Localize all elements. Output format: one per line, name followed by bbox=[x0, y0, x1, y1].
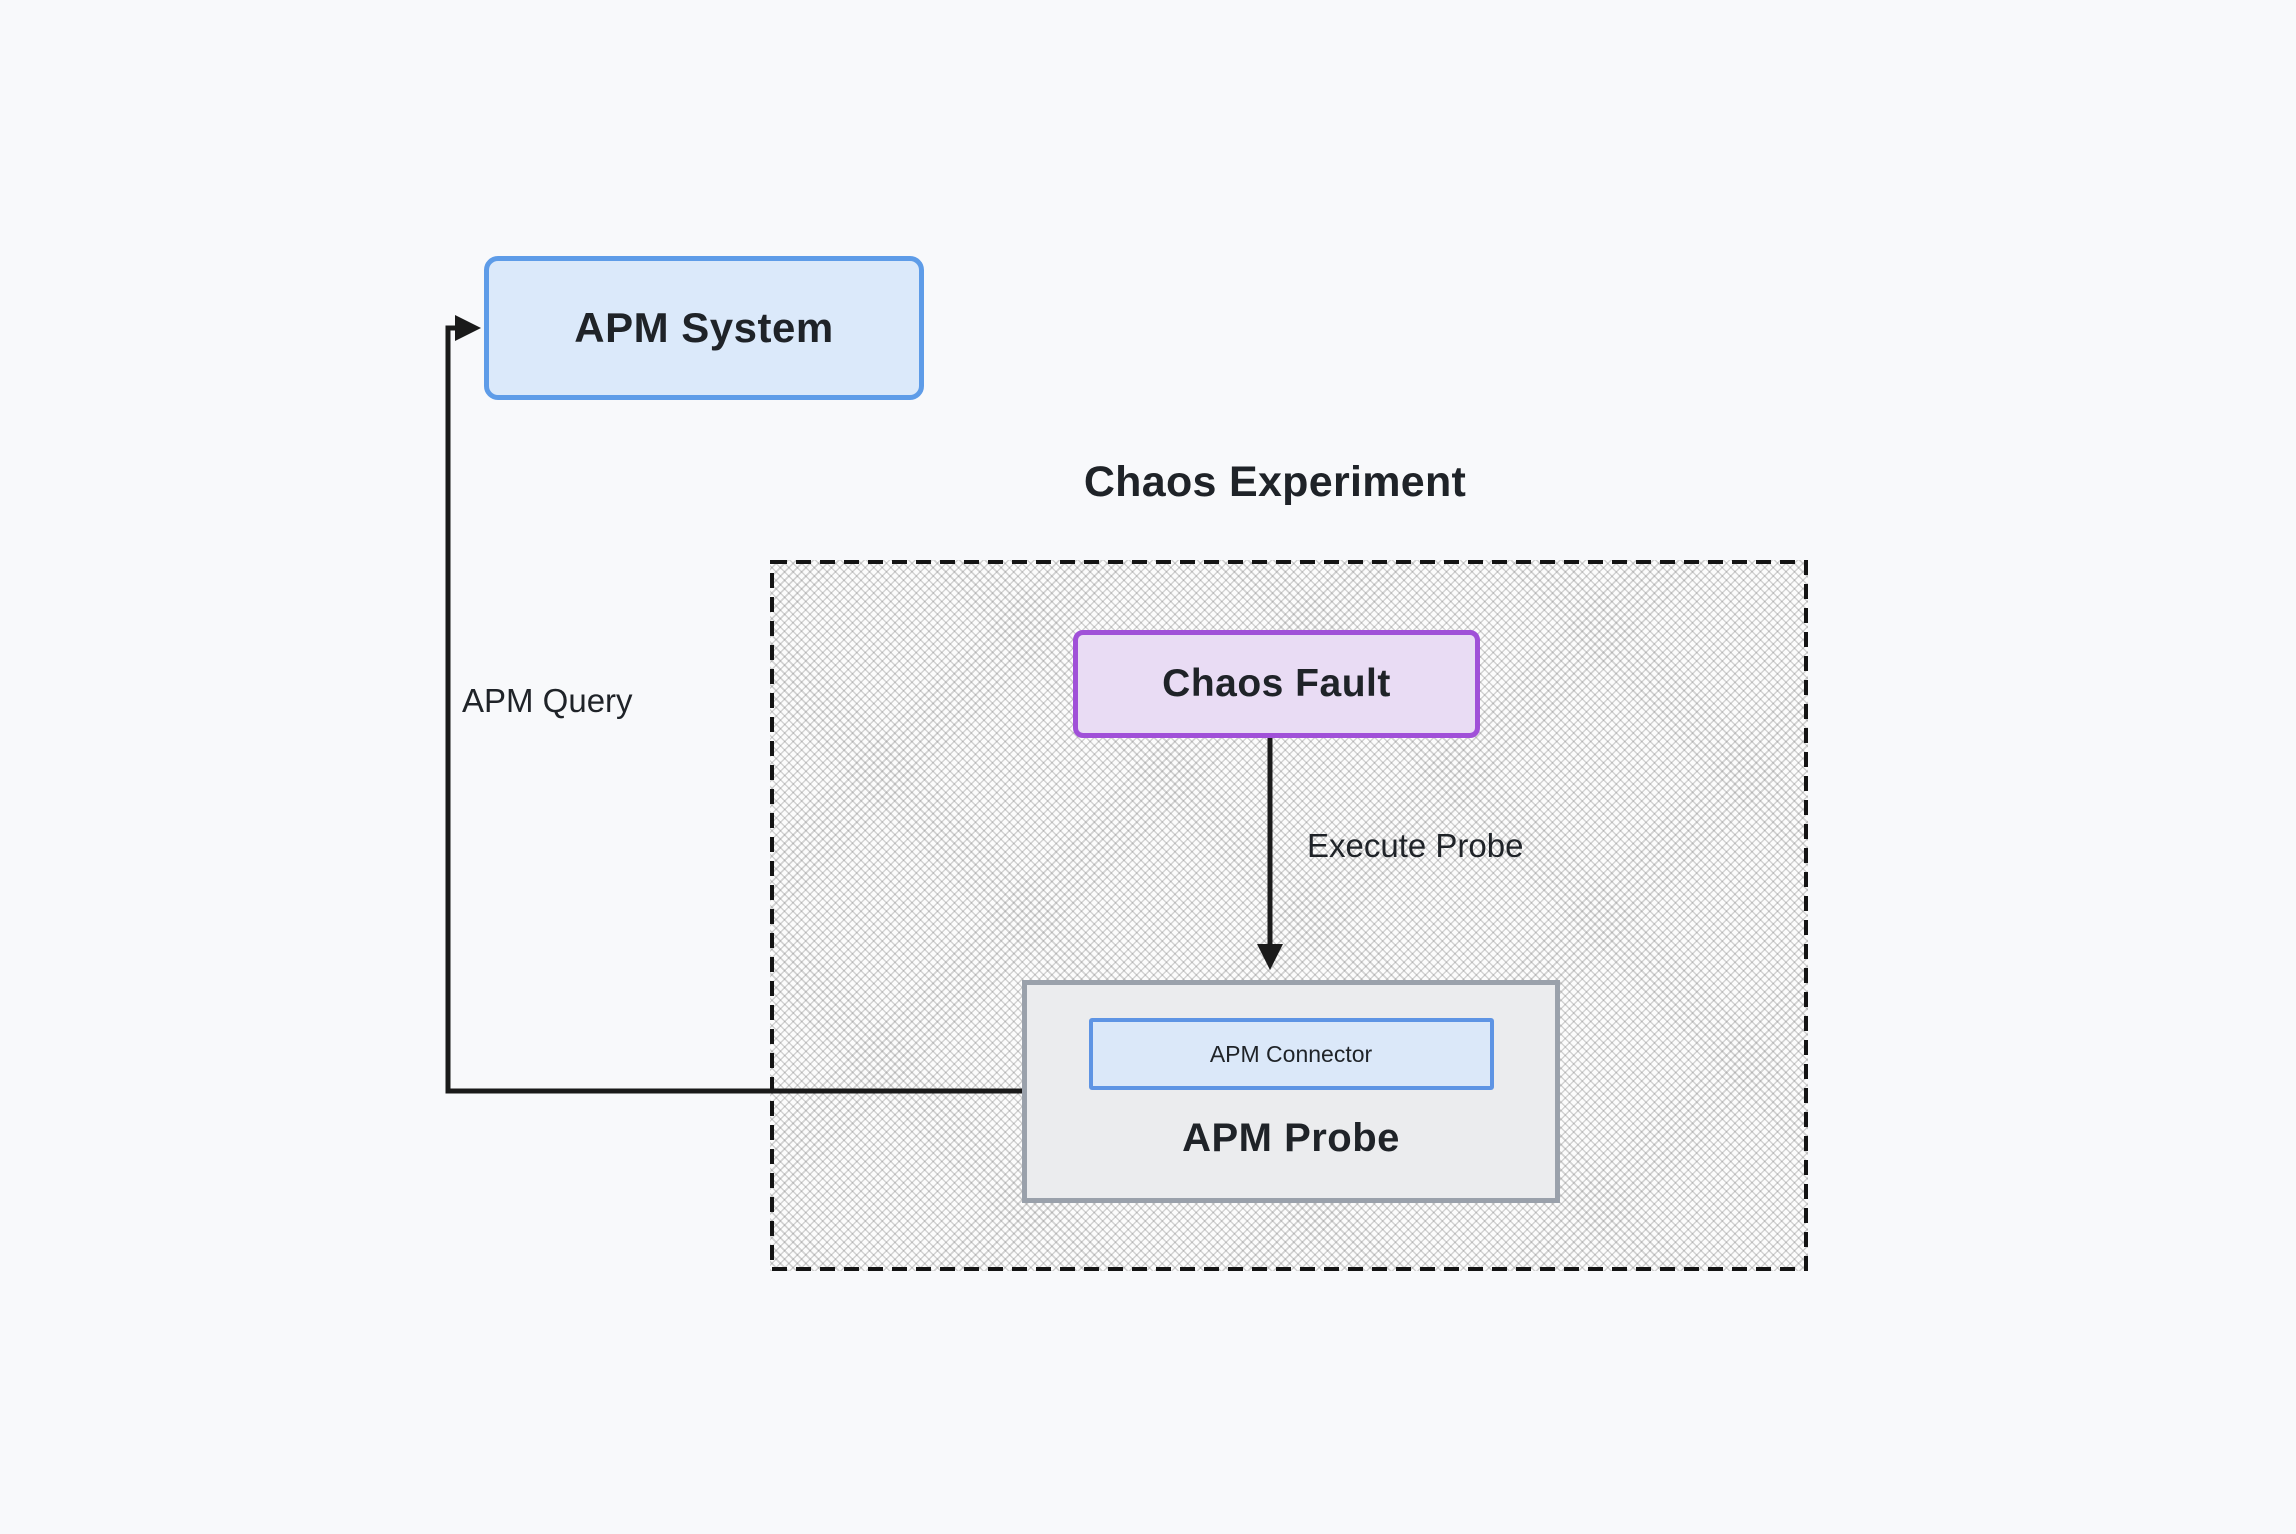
apm-connector-node: APM Connector bbox=[1088, 1018, 1494, 1090]
apm-system-label: APM System bbox=[574, 304, 834, 351]
apm-query-connector-line bbox=[445, 325, 1022, 1094]
chaos-experiment-title: Chaos Experiment bbox=[1083, 458, 1467, 506]
apm-probe-label: APM Probe bbox=[1182, 1116, 1400, 1160]
apm-connector-label: APM Connector bbox=[1209, 1040, 1373, 1067]
apm-system-node: APM System bbox=[484, 256, 924, 400]
chaos-experiment-dashed-border bbox=[770, 560, 1808, 1271]
execute-probe-arrowhead-icon bbox=[1257, 944, 1283, 970]
apm-query-edge-label: APM Query bbox=[462, 682, 633, 719]
apm-probe-node: APM Connector APM Probe bbox=[1022, 980, 1560, 1203]
apm-query-arrowhead-icon bbox=[455, 315, 481, 341]
chaos-fault-label: Chaos Fault bbox=[1162, 662, 1391, 705]
chaos-fault-node: Chaos Fault bbox=[1073, 630, 1480, 738]
execute-probe-edge-label: Execute Probe bbox=[1307, 827, 1524, 864]
